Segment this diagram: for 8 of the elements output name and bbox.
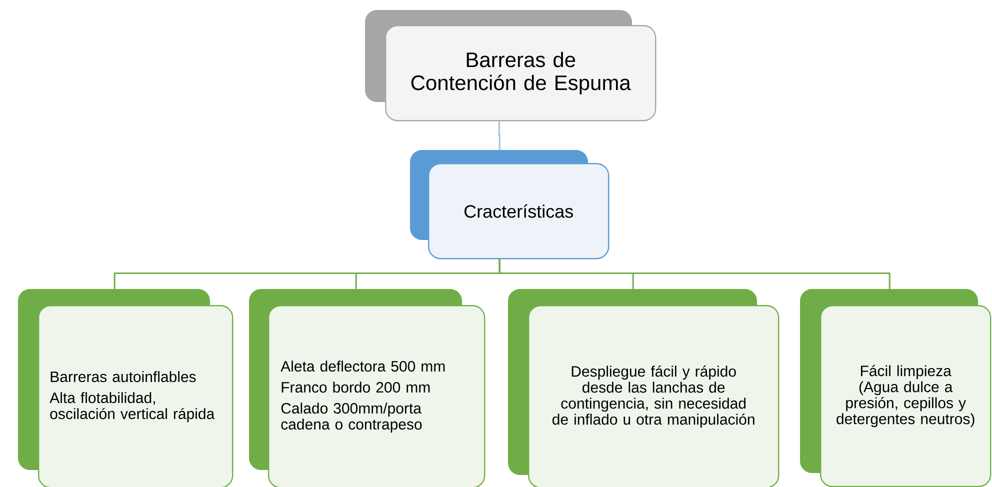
process-box: Barreras de Contención de Espuma	[365, 10, 656, 122]
connector-line	[498, 259, 890, 289]
connector-line	[498, 121, 500, 150]
process-box: Cracterísticas	[410, 150, 610, 260]
process-box: Barreras autoinflables Alta flotabilidad, oscilación vertical rápida	[18, 289, 234, 487]
process-box: Aleta deflectora 500 mm Franco bordo 200 mm Calado 300mm/porta cadena o contrapeso	[249, 289, 486, 487]
process-box: Despliegue fácil y rápido desde las lanchas de contingencia, sin necesidad de inflado u otra manipulación	[508, 289, 780, 487]
process-box: Fácil limpieza (Agua dulce a presión, cepillos y detergentes neutros)	[800, 289, 992, 487]
